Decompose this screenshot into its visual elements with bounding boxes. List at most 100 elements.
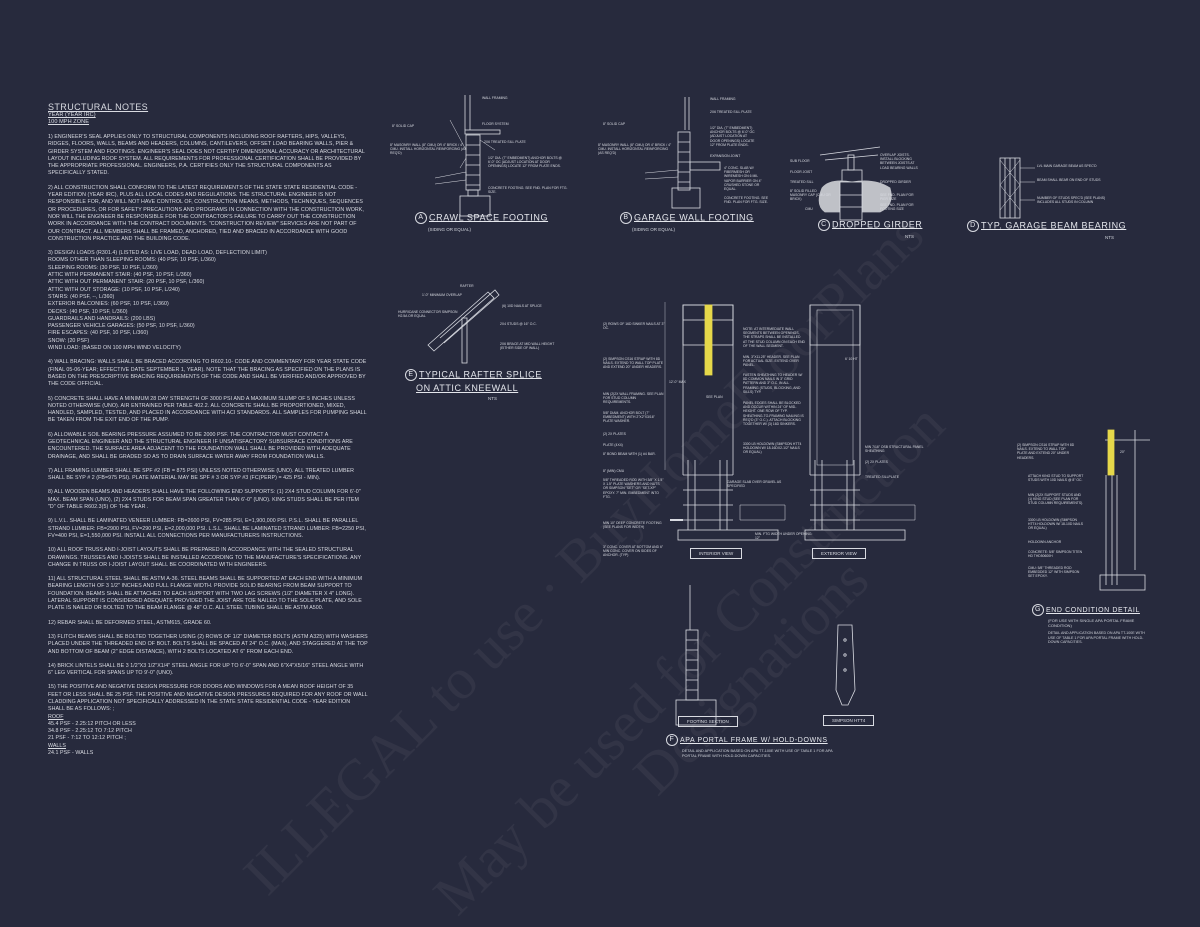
detail-f-callout: MIN 10" DEEP CONCRETE FOOTING (SEE PLANS… [603, 521, 662, 530]
exterior-view-label: EXTERIOR VIEW [812, 548, 866, 559]
portal-frame-exterior-drawing [804, 304, 916, 541]
detail-b-title-text: GARAGE WALL FOOTING [634, 212, 754, 223]
detail-d-callout: NUMBER OF STUDS SPEC'D (SEE PLANS) INCLU… [1037, 196, 1106, 205]
detail-f-callout: 8" (MIN) CMU [603, 469, 625, 473]
detail-d-callout: BEAM SHALL BEAR ON END OF STUDS [1037, 178, 1101, 182]
note-paragraph: 11) ALL STRUCTURAL STEEL SHALL BE ASTM A… [48, 576, 363, 612]
detail-e-title-line1: TYPICAL RAFTER SPLICE [419, 369, 542, 380]
design-loads-list: 3) DESIGN LOADS (R301.4) (LISTED AS: LIV… [48, 250, 368, 352]
detail-b-marker: B [620, 212, 632, 224]
detail-d-title-text: TYP. GARAGE BEAM BEARING [981, 220, 1127, 231]
detail-a-callout: 1/2" DIA. (7" EMBEDMENT) ANCHOR BOLTS @ … [488, 156, 562, 169]
detail-f-callout: 12'-0" MAX [669, 380, 686, 384]
design-load: ATTIC WITH PERMANENT STAIR: (40 PSF, 10 … [48, 272, 192, 279]
detail-e-callout: RAFTER [460, 284, 474, 288]
note-paragraph: 13) FLITCH BEAMS SHALL BE BOLTED TOGETHE… [48, 633, 368, 655]
footing-section-label: FOOTING SECTION [678, 716, 738, 727]
detail-c-title-text: DROPPED GIRDER [832, 219, 923, 230]
detail-b-callout: 2x6 TREATED SILL PLATE [710, 110, 752, 114]
detail-f-callout: (2) ROWS OF 16d SINKER NAILS AT 3" OC. [603, 322, 665, 331]
detail-e-callout: HURRICANE CONNECTOR SIMPSON H2.5A OR EQU… [398, 310, 458, 319]
detail-c-callout: CMU [805, 207, 813, 211]
detail-c-callout: OVERLAP JOISTS. INSTALL BLOCKING BETWEEN… [880, 153, 918, 170]
detail-f-callout: MIN 7/16" OSB STRUCTURAL PANEL SHEATHING [865, 445, 924, 454]
detail-f-callout: (2) SIMPSON CS16 STRAP WITH 8d NAILS. EX… [603, 357, 664, 370]
walls-heading: WALLS [48, 742, 67, 749]
detail-f-callout: MIN (2)2X WALL FRAMING. SEE PLAN FOR STU… [603, 392, 664, 405]
note-paragraph: 1) ENGINEER'S SEAL APPLIES ONLY TO STRUC… [48, 134, 365, 177]
detail-c-callout: SEE FND. PLAN FOR FOOTING SIZE [880, 203, 914, 212]
detail-a-callout: 8" MASONRY WALL (8" CMU) OR 4" BRICK / 4… [390, 143, 467, 156]
detail-b-callout: CONCRETE FOOTING. SEE FND. PLAN FOR FTG.… [724, 196, 769, 205]
note-paragraph: 12) REBAR SHALL BE DEFORMED STEEL, ASTM6… [48, 619, 212, 626]
structural-notes: STRUCTURAL NOTES YEAR (YEAR IRC) 100 mph… [48, 102, 368, 757]
detail-e-marker: E [405, 369, 417, 381]
detail-d-nts: NTS [1105, 235, 1114, 240]
detail-g-sub2: DETAIL AND APPLICATION BASED ON APA TT-1… [1048, 631, 1145, 645]
detail-c-callout: FLOOR JOIST [790, 170, 813, 174]
design-load: 3) DESIGN LOADS (R301.4) (LISTED AS: LIV… [48, 250, 267, 257]
detail-f-callout: GARAGE SLAB OVER GRAVEL AS SPECIFIED [727, 480, 782, 489]
detail-f-title-text: APA PORTAL FRAME W/ HOLD-DOWNS [680, 736, 828, 744]
detail-f-callout: SEE PLAN [706, 395, 723, 399]
detail-g-title-text: END CONDITION DETAIL [1046, 606, 1140, 614]
design-load: ATTIC WITH OUT PERMANENT STAIR: (20 PSF,… [48, 279, 205, 286]
roof-item: 45.4 PSF - 2.25:12 PITCH OR LESS [48, 720, 136, 727]
design-load: DECKS: (40 PSF, 10 PSF, L/360) [48, 308, 128, 315]
design-load: ROOMS OTHER THAN SLEEPING ROOMS: (40 PSF… [48, 257, 216, 264]
detail-e-callout: 2x4 STUDS @ 16" O.C. [500, 322, 537, 326]
detail-a-callout: FLOOR SYSTEM [482, 122, 509, 126]
roof-item: 34.8 PSF - 2.25:12 TO 7:12 PITCH [48, 728, 132, 735]
detail-c-callout: 8" SOLID FILLED MASONRY CAP (CMU OR BRIC… [790, 189, 831, 202]
rafter-splice-drawing [427, 289, 500, 364]
detail-a-callout: WALL FRAMING [482, 96, 508, 100]
note-paragraph: 4) WALL BRACING: WALLS SHALL BE BRACED A… [48, 359, 367, 388]
detail-f-callout: TREATED SILLPLATE [865, 475, 899, 479]
detail-d-marker: D [967, 220, 979, 232]
detail-b-sub: (SIDING OR EQUAL) [632, 227, 676, 232]
detail-g-callout: HOLDOWN ANCHOR [1028, 540, 1062, 544]
note-paragraph: 14) BRICK LINTELS SHALL BE 3 1/2"x3 1/2"… [48, 662, 364, 677]
design-load: STAIRS: (40 PSF, --, L/360) [48, 293, 115, 300]
detail-e-callout: 2x6 BRACE AT MID WALL HEIGHT (EITHER SID… [500, 342, 555, 351]
note-paragraph: 9) L.V.L. SHALL BE LAMINATED VENEER LUMB… [48, 518, 366, 539]
detail-b-callout: 8" MASONRY WALL (8" CMU) OR 4" BRICK / 4… [598, 143, 672, 156]
detail-f-marker: F [666, 734, 678, 746]
detail-f-callout: (2) 2x PLATES [865, 460, 888, 464]
note-paragraph: 8) ALL WOODEN BEAMS AND HEADERS SHALL HA… [48, 489, 361, 511]
simpson-htt4-drawing [835, 624, 856, 706]
design-load: WIND LOAD: (BASED ON 100 MPH WIND VELOCI… [48, 345, 181, 352]
detail-f-callout: PLATE (4X4) [603, 443, 623, 447]
design-load: FIRE ESCAPES: (40 PSF, 10 PSF, L/360) [48, 330, 149, 337]
detail-d-callout: LVL MAIN GARAGE BEAM AS SPEC'D [1037, 164, 1097, 168]
detail-c-callout: SEE FND. PLAN FOR PIER SIZE [880, 193, 914, 202]
detail-a-callout: 8" SOLID CAP [392, 124, 415, 128]
detail-f-callout: 5/8" DIAM. ANCHOR BOLT (7" EMBEDMENT) WI… [603, 411, 655, 424]
garage-wall-footing-drawing [644, 97, 721, 209]
simpson-htt4-label: SIMPSON HTT4 [823, 715, 875, 726]
detail-drawings [427, 95, 1150, 726]
detail-e-title-line2: ON ATTIC KNEEWALL [416, 383, 519, 393]
walls-item: 24.1 PSF - WALLS [48, 750, 94, 757]
detail-e-nts: NTS [488, 396, 497, 401]
design-load: ATTIC WITH OUT STORAGE: (10 PSF, 10 PSF,… [48, 286, 180, 293]
detail-f-callout: 6' 10 HT [845, 357, 858, 361]
detail-g-callout: ATTACH KING STUD TO SUPPORT STUDS WITH 1… [1028, 474, 1084, 483]
detail-b-callout: WALL FRAMING [710, 97, 736, 101]
detail-f-callout: (2) 2x PLATES [603, 432, 626, 436]
note-paragraph: 10) ALL ROOF TRUSS AND I-JOIST LAYOUTS S… [48, 547, 362, 568]
roof-heading: ROOF [48, 713, 64, 720]
note-paragraph: 2) ALL CONSTRUCTION SHALL CONFORM TO THE… [48, 184, 364, 242]
detail-f-callout: 5/8" THREADED ROD WITH 3/8" x 1.5" x 1.5… [603, 478, 664, 499]
design-load: SNOW: (20 PSF) [48, 337, 90, 344]
detail-g-callout: CMU: 5/8" THREADED ROD EMBEDDED 12" WITH… [1028, 566, 1080, 579]
dropped-girder-drawing [818, 146, 892, 221]
detail-c-callout: SUB FLOOR [790, 159, 810, 163]
detail-c-callout: DROPPED GIRDER [880, 180, 911, 184]
detail-g-callout: 3300 LB HOLDOWN (SIMPSON HTT4 HOLDOWN W/… [1028, 518, 1084, 531]
